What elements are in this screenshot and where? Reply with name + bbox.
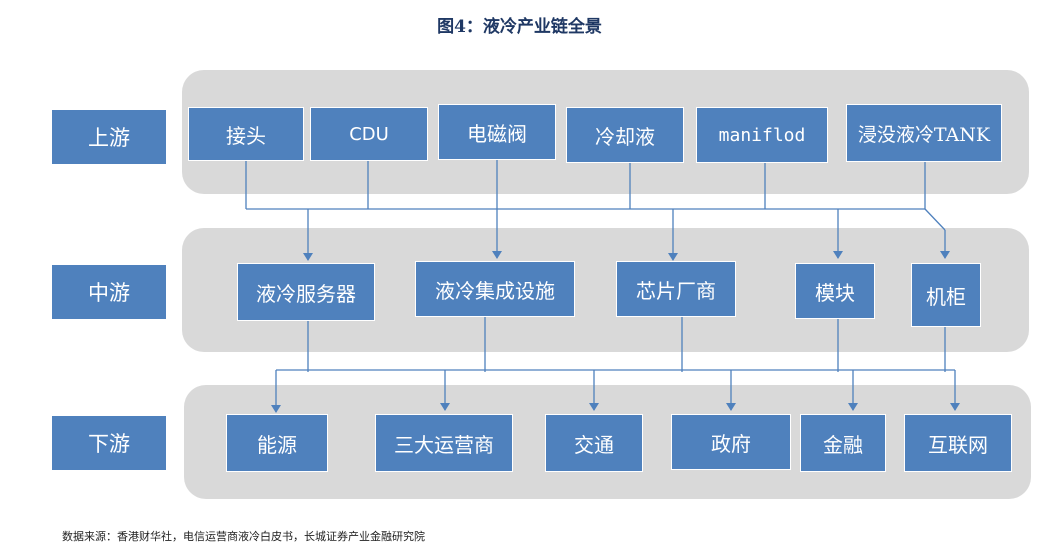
downstream-item-transportation: 交通 [545,414,643,472]
midstream-item-integrated-facility: 液冷集成设施 [415,261,575,317]
upstream-item-connector: 接头 [188,107,304,161]
data-source-note: 数据来源：香港财华社，电信运营商液冷白皮书，长城证券产业金融研究院 [62,530,425,543]
midstream-item-module: 模块 [795,263,875,319]
downstream-item-telecom-operators: 三大运营商 [375,414,513,472]
downstream-item-energy: 能源 [226,414,328,472]
upstream-item-cdu: CDU [310,107,428,161]
downstream-item-finance: 金融 [800,414,886,472]
midstream-item-liquid-cooled-server: 液冷服务器 [237,263,375,321]
stage-midstream-label: 中游 [51,264,167,320]
upstream-item-solenoid-valve: 电磁阀 [438,104,556,160]
figure-title: 图4：液冷产业链全景 [437,17,602,37]
upstream-item-manifold: maniflod [696,107,828,163]
upstream-item-coolant: 冷却液 [566,107,684,163]
downstream-item-internet: 互联网 [904,414,1012,472]
midstream-item-chip-vendor: 芯片厂商 [616,261,736,317]
upstream-item-immersion-tank: 浸没液冷TANK [846,104,1002,162]
downstream-item-government: 政府 [671,414,791,470]
stage-downstream-label: 下游 [51,415,167,471]
midstream-item-cabinet: 机柜 [911,263,981,327]
stage-upstream-label: 上游 [51,109,167,165]
